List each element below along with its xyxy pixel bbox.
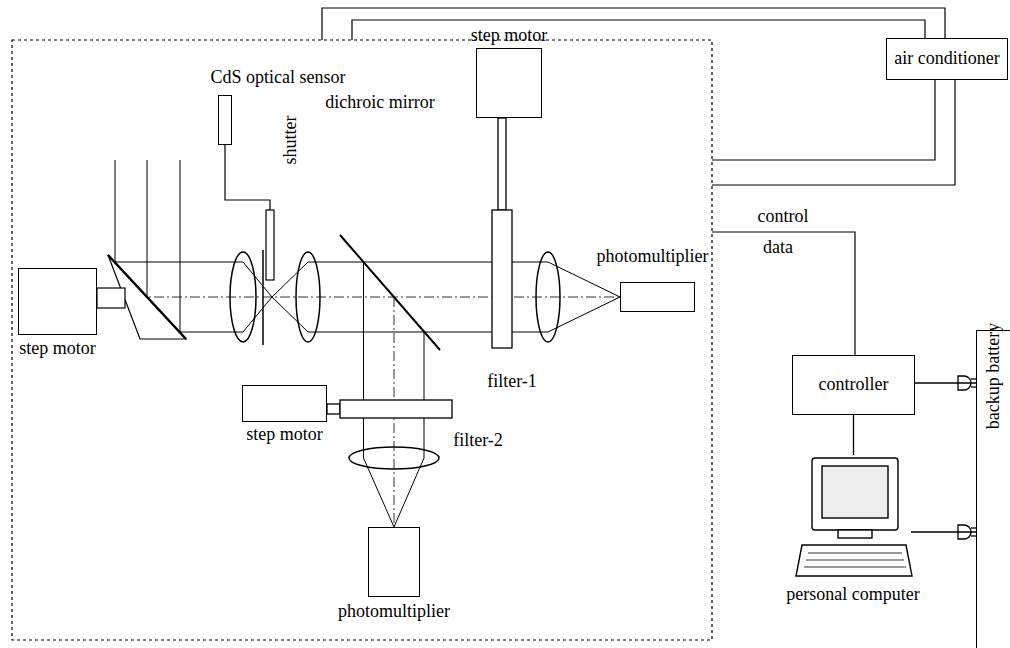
node-label: step motor — [246, 425, 323, 445]
part-label: filter-2 — [453, 431, 503, 451]
node-label: step motor — [471, 26, 548, 46]
computer-icon — [804, 567, 906, 568]
controller-box: controller — [792, 355, 915, 415]
lens — [296, 252, 320, 342]
light-ray — [180, 160, 181, 332]
motor-box: step motor — [18, 268, 97, 335]
node-label: air conditioner — [894, 49, 999, 69]
node-label: CdS optical sensor — [211, 68, 346, 88]
air-duct — [712, 80, 955, 185]
lens — [230, 252, 256, 342]
shutter — [266, 210, 274, 280]
lens — [349, 447, 439, 469]
light-ray — [424, 332, 425, 458]
filter — [327, 404, 340, 414]
light-ray — [115, 160, 116, 262]
control-wire — [712, 232, 855, 355]
shutter — [262, 250, 264, 345]
computer-icon — [838, 530, 872, 538]
light-ray — [147, 160, 148, 297]
enclosure — [12, 40, 712, 640]
air-duct — [352, 20, 925, 40]
node-label: step motor — [19, 339, 96, 359]
computer-icon — [822, 466, 888, 518]
air-duct — [322, 8, 955, 185]
part-label: filter-1 — [487, 372, 537, 392]
connector-wire — [853, 415, 854, 455]
scanning-mirror — [97, 255, 186, 339]
part-label: control — [758, 207, 809, 227]
filter — [327, 118, 512, 418]
filter — [492, 210, 512, 348]
part-label: shutter — [281, 116, 301, 165]
dichroic-mirror — [340, 235, 440, 350]
dichroic-mirror — [340, 235, 440, 350]
enclosure — [12, 40, 712, 640]
node-label: personal computer — [786, 585, 919, 605]
battery-box: backup battery — [976, 330, 1010, 648]
computer-icon — [812, 458, 898, 530]
optical-axis — [100, 297, 618, 298]
node-label: controller — [819, 375, 889, 395]
air-duct — [322, 8, 945, 40]
node-label: backup battery — [984, 323, 1004, 429]
filter — [340, 400, 452, 418]
motor-box: step motor — [242, 385, 327, 422]
computer-icon — [796, 458, 912, 576]
equipment-box: air conditioner — [886, 38, 1008, 80]
control-wire — [712, 232, 855, 355]
light-ray — [180, 332, 243, 333]
connector-wire — [911, 531, 976, 532]
computer-icon — [806, 560, 904, 561]
lens — [536, 252, 560, 342]
motor-box: step motor — [476, 48, 542, 118]
sensor-box: CdS optical sensor — [218, 95, 232, 145]
detector-box: photomultiplier — [368, 527, 420, 597]
detector-box: photomultiplier — [620, 282, 695, 312]
part-label: dichroic mirror — [325, 93, 434, 113]
node-label: photomultiplier — [597, 247, 709, 267]
light-ray — [115, 262, 243, 263]
part-label: data — [763, 238, 793, 258]
air-duct — [712, 80, 935, 160]
shutter — [225, 145, 274, 345]
shutter — [225, 145, 270, 210]
computer-icon — [808, 553, 902, 554]
scanning-mirror — [97, 288, 125, 308]
light-ray — [115, 160, 620, 527]
node-label: photomultiplier — [338, 602, 450, 622]
connector-wire — [915, 382, 976, 383]
filter — [498, 118, 506, 210]
computer-icon: personal computer — [795, 455, 911, 579]
light-ray — [363, 262, 364, 458]
computer-icon — [796, 545, 912, 576]
